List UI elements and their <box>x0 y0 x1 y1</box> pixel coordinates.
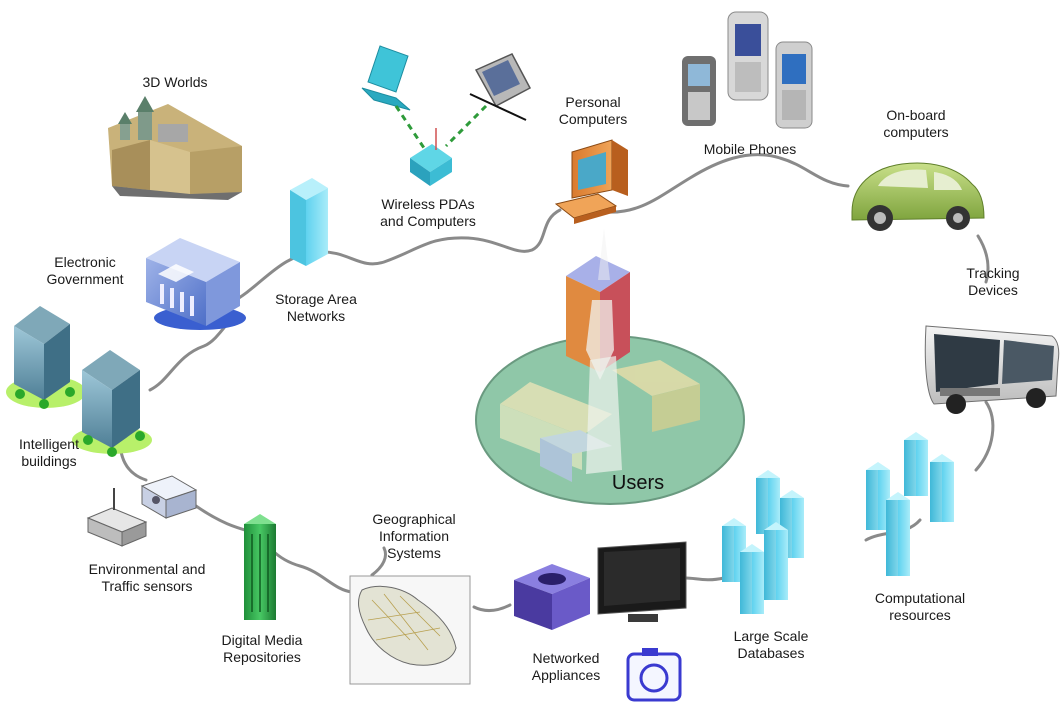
label-3d-worlds: 3D Worlds <box>142 74 208 90</box>
server-icon <box>764 522 788 600</box>
city-3d-icon <box>108 96 242 200</box>
pda-icon <box>469 53 532 121</box>
users-center-group <box>475 228 745 505</box>
label-tracking-devices: Tracking Devices <box>966 265 1020 298</box>
server-icon <box>756 470 780 534</box>
laptop-icon <box>361 45 411 111</box>
server-icon <box>290 178 328 266</box>
camera-icon <box>626 648 682 702</box>
label-personal-computers: Personal Computers <box>558 94 628 127</box>
server-icon <box>740 544 764 614</box>
sensor-icon <box>86 475 198 547</box>
desktop-computer-icon <box>554 139 628 224</box>
label-large-scale-databases: Large Scale Databases <box>733 628 809 661</box>
compute-servers <box>866 432 954 576</box>
access-point-icon <box>394 104 488 186</box>
label-users: Users <box>611 472 665 494</box>
label-computational-resources: Computational resources <box>874 590 966 623</box>
label-storage-area-networks: Storage Area Networks <box>275 291 357 324</box>
map-icon <box>349 575 471 685</box>
label-geographical-info: Geographical Information Systems <box>372 511 456 561</box>
server-icon <box>904 432 928 496</box>
server-icon <box>866 462 890 530</box>
label-wireless-pdas: Wireless PDAs and Computers <box>380 196 476 229</box>
game-console-icon <box>514 564 590 630</box>
label-intelligent-buildings: Intelligent buildings <box>19 436 79 469</box>
monitor-icon <box>597 541 687 622</box>
label-environmental-sensors: Environmental and Traffic sensors <box>88 561 206 594</box>
label-networked-appliances: Networked Appliances <box>531 650 601 683</box>
server-icon <box>886 492 910 576</box>
mobile-phone-icon <box>682 11 813 129</box>
car-icon <box>851 162 985 231</box>
label-electronic-government: Electronic Government <box>46 254 124 287</box>
database-servers <box>722 470 804 614</box>
label-onboard-computers: On-board computers <box>883 107 949 140</box>
label-digital-media: Digital Media Repositories <box>221 632 303 665</box>
server-icon <box>930 454 954 522</box>
label-mobile-phones: Mobile Phones <box>703 141 797 157</box>
bus-icon <box>924 325 1060 414</box>
government-building-icon <box>146 238 246 330</box>
office-building-icon <box>6 306 152 457</box>
media-repository-icon <box>244 514 276 620</box>
